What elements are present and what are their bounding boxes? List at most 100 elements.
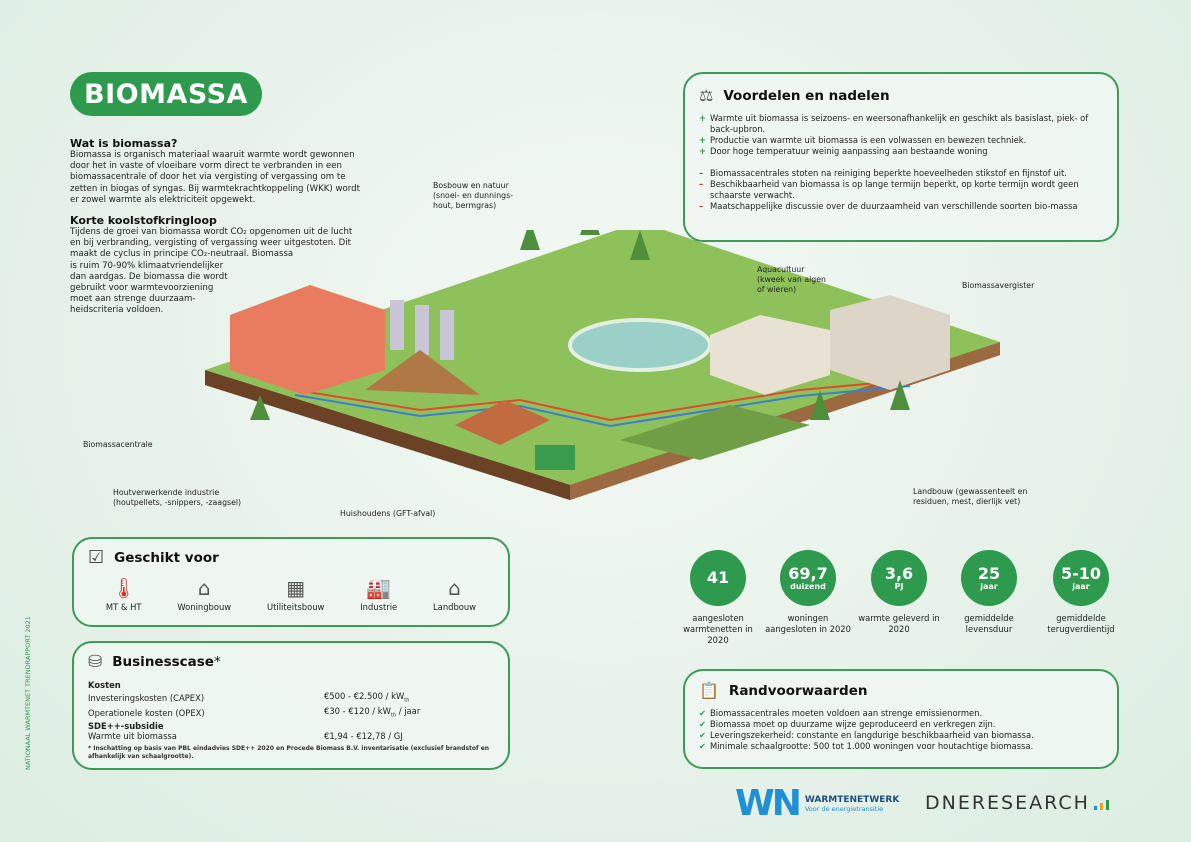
kosten-heading: Kosten [88, 680, 121, 690]
text-line: Houtverwerkende industrie [113, 488, 220, 497]
businesscase-title: Businesscase [112, 654, 214, 670]
text-line: door het in vaste of vloeibare vorm dire… [70, 161, 342, 172]
suitable-item: 🌡MT & HT [106, 576, 142, 612]
minus-icon: – [699, 179, 704, 189]
text-line: gebruikt voor warmtevoorziening [70, 283, 214, 294]
con-item: –Beschikbaarheid van biomassa is op lang… [699, 179, 1079, 200]
condition-item: ✔Biomassa moet op duurzame wijze geprodu… [699, 719, 996, 729]
conditions-box: 📋 Randvoorwaarden ✔Biomassacentrales moet… [683, 669, 1119, 769]
intro-heading: Wat is biomassa? [70, 137, 178, 150]
coins-icon: ⛁ [88, 652, 103, 672]
stat-value: 5-10 [1060, 563, 1102, 583]
sde-value: €1,94 - €12,78 / GJ [324, 731, 403, 742]
bars-icon [1093, 800, 1109, 810]
wn-mark: WN [735, 783, 802, 824]
plus-icon: + [699, 135, 707, 145]
condition-item: ✔Biomassacentrales moeten voldoen aan st… [699, 708, 983, 718]
stat-description: gemiddelde terugverdientijd [1047, 613, 1115, 634]
stat-description: woningen aangesloten in 2020 [765, 613, 851, 634]
suitable-label: MT & HT [105, 602, 142, 612]
pros-cons-title: Voordelen en nadelen [723, 87, 890, 104]
con-item: –Biomassacentrales stoten na reiniging b… [699, 168, 1067, 178]
text-line: dan aardgas. De biomassa die wordt [70, 271, 228, 282]
text-line: Biomassa is organisch materiaal waaruit … [70, 150, 355, 160]
sde-label: Warmte uit biomassa [88, 731, 177, 742]
suitable-label: Landbouw [433, 602, 477, 612]
pro-item: +Warmte uit biomassa is seizoens- en wee… [699, 113, 1089, 134]
opex-label: Operationele kosten (OPEX) [88, 708, 205, 718]
text-line: heidscriteria voldoen. [70, 305, 164, 316]
capex-sub: th [404, 697, 410, 704]
text-line: Aquacultuur [757, 265, 805, 274]
footnote: * Inschatting op basis van PBL eindadvie… [88, 744, 490, 760]
condition-item: ✔Minimale schaalgrootte: 500 tot 1.000 w… [699, 741, 1034, 751]
sde-heading: SDE++-subsidie [88, 720, 164, 731]
suitable-item: ▦ Utiliteitsbouw [267, 576, 324, 612]
plus-icon: + [699, 146, 707, 156]
label-huishoudens: Huishoudens (GFT-afval) [340, 509, 436, 518]
barn-icon: ⌂ [448, 576, 461, 600]
stat-value: 41 [706, 568, 730, 587]
stat-item: 41 aangesloten warmtenetten in 2020 [673, 550, 763, 646]
text-line: maakt de cyclus in principe CO₂-neutraal… [70, 249, 294, 260]
factory-icon: 🏭 [366, 576, 392, 600]
table-row: Operationele kosten (OPEX)€30 - €120 / k… [88, 706, 494, 721]
stat-value: 25 [977, 563, 1001, 583]
conditions-title: Randvoorwaarden [728, 682, 868, 699]
chk-icon: ✔ [699, 741, 707, 751]
stat-unit: jaar [1072, 581, 1090, 591]
intro-section: Wat is biomassa? Biomassa is organisch m… [70, 137, 420, 317]
stat-value: 3,6 [884, 563, 914, 583]
text-line: residuen, mest, dierlijk vet) [913, 497, 1021, 506]
pros-cons-box: ⚖ Voordelen en nadelen +Warmte uit biomas… [683, 72, 1119, 242]
stat-description: aangesloten warmtenetten in 2020 [683, 613, 753, 645]
pro-item: +Productie van warmte uit biomassa is ee… [699, 135, 1027, 145]
con-item: –Maatschappelijke discussie over de duur… [699, 201, 1078, 211]
intro-paragraph: Biomassa is organisch materiaal waaruit … [70, 150, 420, 206]
pros-list: +Warmte uit biomassa is seizoens- en wee… [699, 113, 1103, 157]
cost-table: Kosten Investeringskosten (CAPEX) €500 - … [88, 680, 494, 742]
text-line: Bosbouw en natuur [433, 181, 509, 190]
office-building-icon: ▦ [286, 576, 306, 600]
chk-icon: ✔ [699, 708, 707, 718]
label-vergister: Biomassavergister [962, 281, 1035, 290]
suitable-item: ⌂ Landbouw [433, 576, 476, 612]
stat-circle: 41 [690, 550, 746, 606]
plus-icon: + [699, 113, 707, 123]
text-line: hout, bermgras) [433, 201, 497, 210]
label-houtverwerkend: Houtverwerkende industrie(houtpellets, -… [113, 488, 241, 508]
scales-icon: ⚖ [699, 86, 714, 105]
stat-description: warmte geleverd in 2020 [858, 613, 940, 634]
text-line: moet aan strenge duurzaam- [70, 294, 196, 305]
stat-unit: duizend [790, 581, 826, 591]
suitable-label: Utiliteitsbouw [266, 602, 325, 612]
dne-wordmark: DNERESEARCH [925, 792, 1090, 814]
suitable-label: Industrie [360, 602, 398, 612]
capex-amount: €500 - €2.500 / kW [324, 690, 405, 701]
text-line: of wieren) [757, 285, 797, 294]
capex-label: Investeringskosten (CAPEX) [88, 692, 205, 703]
label-bosbouw: Bosbouw en natuur(snoei- en dunnings-hou… [433, 181, 513, 211]
text-line: Tijdens de groei van biomassa wordt CO₂ … [70, 227, 353, 238]
stat-value: 69,7 [788, 563, 828, 583]
text-line: biomassacentrale of door het via vergist… [70, 172, 346, 183]
check-circle-icon: ☑ [88, 547, 105, 568]
chk-icon: ✔ [699, 730, 707, 740]
opex-tail: / jaar [396, 705, 421, 716]
asterisk: * [213, 654, 221, 670]
stat-unit: jaar [980, 581, 998, 591]
condition-item: ✔Leveringszekerheid: constante en langdu… [699, 730, 1034, 740]
opex-sub: th [390, 712, 397, 719]
suitable-list: 🌡MT & HT⌂Woningbouw▦Utiliteitsbouw🏭Indus… [88, 576, 494, 612]
text-line: en bij verbranding, vergisting of vergas… [70, 238, 352, 249]
checklist-icon: 📋 [699, 681, 719, 700]
side-caption: NATIONAAL WARMTENET TRENDRAPPORT 2021 [24, 616, 32, 770]
suitable-box: ☑Geschikt voor 🌡MT & HT⌂Woningbouw▦Utili… [72, 537, 510, 627]
